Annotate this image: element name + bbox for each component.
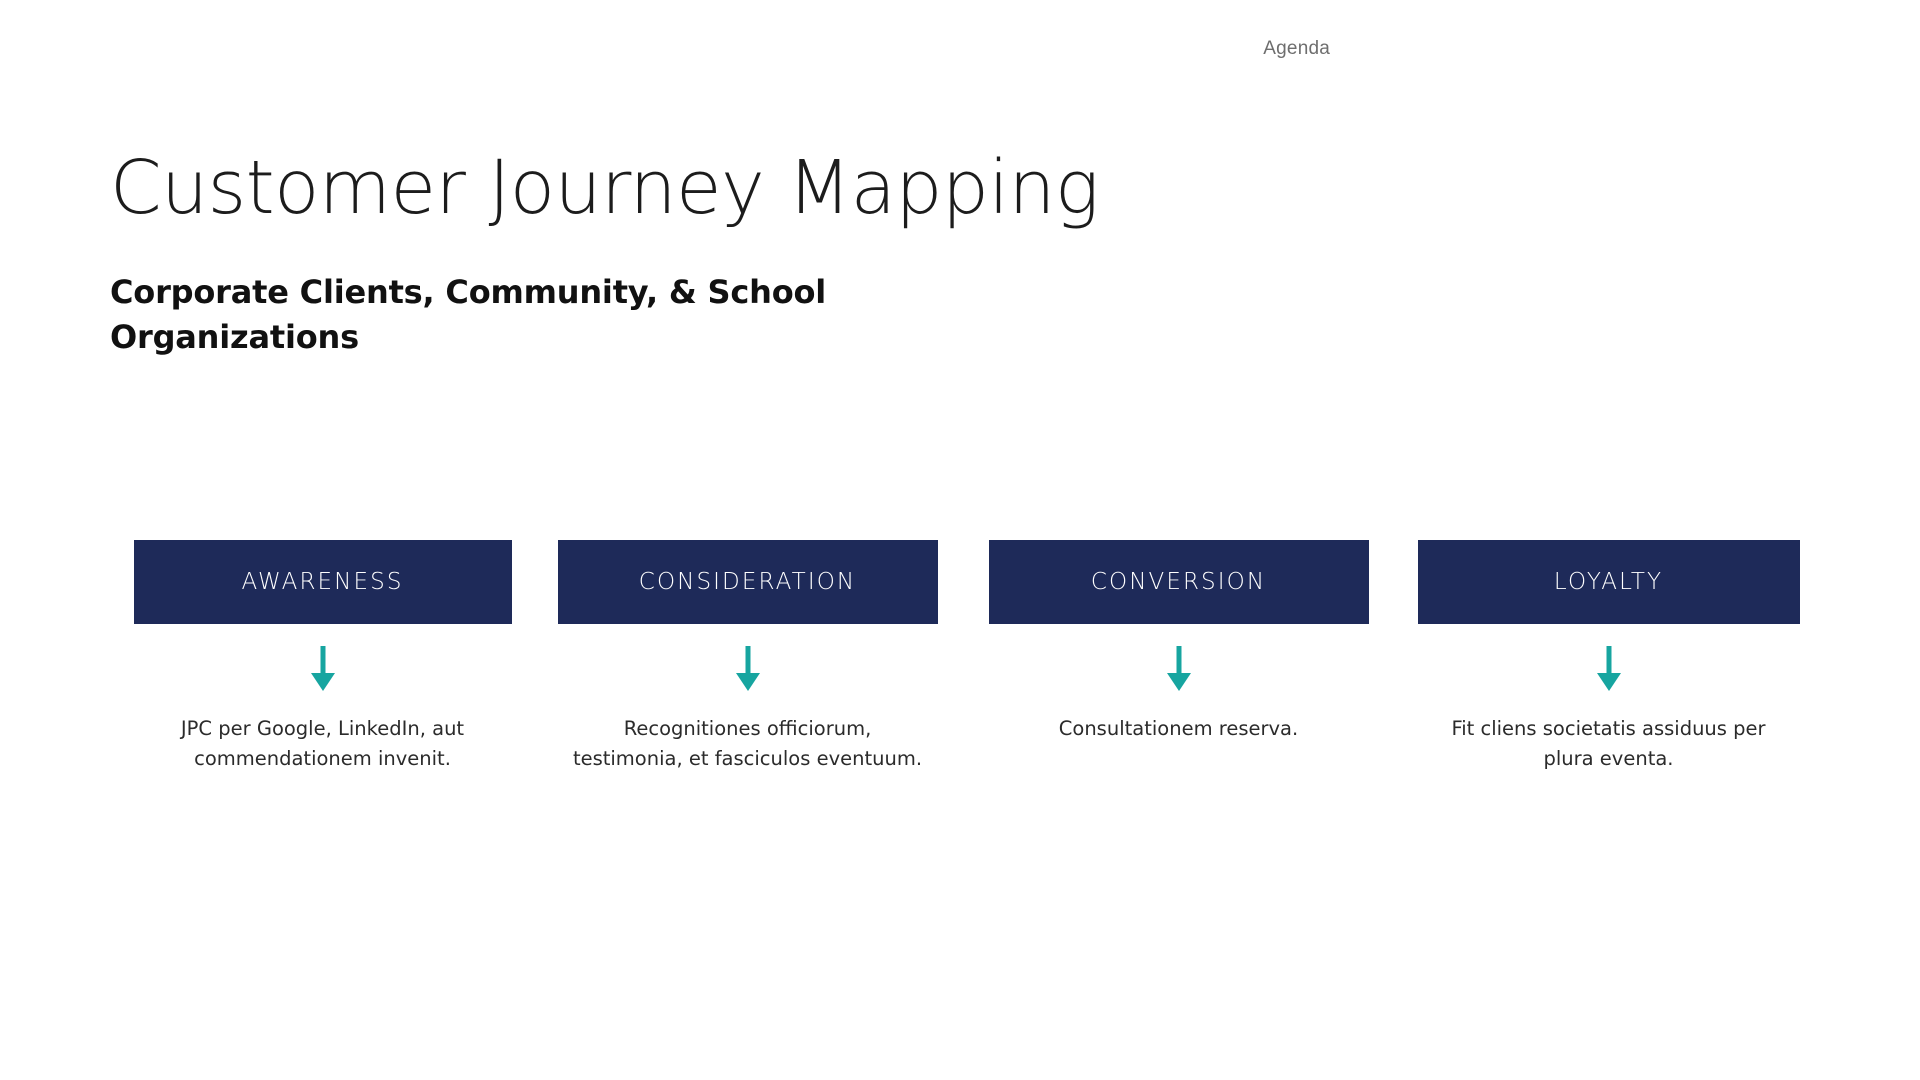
nav-item-agenda[interactable]: Agenda [1263,38,1330,59]
journey-stages-row: AWARENESS JPC per Google, LinkedIn, aut … [110,540,1810,774]
stage-description: Recognitiones officiorum, testimonia, et… [572,717,923,771]
header-nav: Agenda [0,38,1920,60]
journey-stage-consideration: CONSIDERATION Recognitiones officiorum, … [535,540,960,774]
page-subtitle: Corporate Clients, Community, & School O… [110,272,827,357]
arrow-down-icon [735,646,760,691]
title-block: Customer Journey Mapping Corporate Clien… [110,145,1510,361]
stage-label: AWARENESS [241,569,404,595]
stage-label: CONSIDERATION [638,569,857,595]
stage-header-box[interactable]: CONSIDERATION [557,540,938,624]
journey-stage-awareness: AWARENESS JPC per Google, LinkedIn, aut … [110,540,535,774]
page-title: Customer Journey Mapping [110,145,1099,231]
stage-header-box[interactable]: AWARENESS [133,540,512,624]
stage-header-box[interactable]: CONVERSION [988,540,1369,624]
arrow-down-icon [1166,646,1191,691]
journey-stage-conversion: CONVERSION Consultationem reserva. [960,540,1385,744]
stage-label: LOYALTY [1553,569,1664,595]
stage-header-box[interactable]: LOYALTY [1417,540,1800,624]
journey-stage-loyalty: LOYALTY Fit cliens societatis assiduus p… [1385,540,1810,774]
stage-description: JPC per Google, LinkedIn, aut commendati… [180,717,465,771]
arrow-down-icon [310,646,335,691]
arrow-down-icon [1596,646,1621,691]
stage-description: Fit cliens societatis assiduus per plura… [1451,717,1766,771]
stage-label: CONVERSION [1090,569,1267,595]
stage-description: Consultationem reserva. [1058,717,1299,740]
